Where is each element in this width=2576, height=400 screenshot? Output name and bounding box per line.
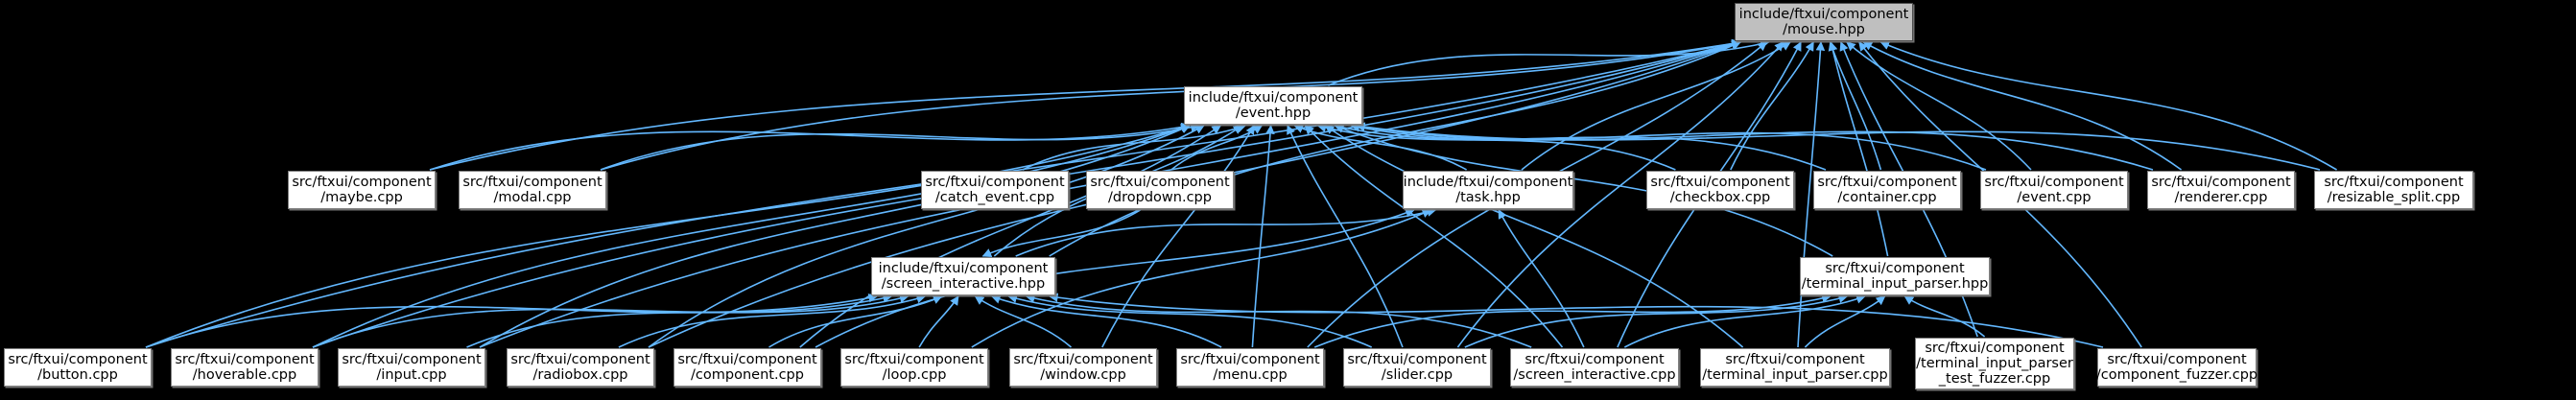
graph-node-label: src/ftxui/component /container.cpp xyxy=(1817,174,1957,205)
graph-edge-screen_interactive_cpp-to-terminal_input_parser_hpp xyxy=(1623,294,1866,348)
graph-node-window_cpp[interactable]: src/ftxui/component /window.cpp xyxy=(1009,348,1157,387)
graph-edge-dropdown_cpp-to-screen_interactive_hpp xyxy=(981,209,1141,257)
graph-edge-terminal_input_parser_hpp-to-mouse_hpp xyxy=(1828,41,1889,257)
graph-node-tip_test_fuzzer_cpp[interactable]: src/ftxui/component /terminal_input_pars… xyxy=(1915,338,2074,389)
graph-edge-menu_cpp-to-event_hpp xyxy=(1251,125,1275,348)
graph-edge-input_cpp-to-event_hpp xyxy=(479,125,1191,348)
graph-node-radiobox_cpp[interactable]: src/ftxui/component /radiobox.cpp xyxy=(507,348,654,387)
graph-node-renderer_cpp[interactable]: src/ftxui/component /renderer.cpp xyxy=(2147,171,2295,209)
graph-edge-tip_test_fuzzer_cpp-to-terminal_input_parser_hpp xyxy=(1903,295,1986,338)
graph-node-modal_cpp[interactable]: src/ftxui/component /modal.cpp xyxy=(459,171,606,209)
graph-edge-hoverable_cpp-to-event_hpp xyxy=(312,124,1191,348)
graph-edge-task_hpp-to-event_hpp xyxy=(1293,124,1467,171)
graph-edge-slider_cpp-to-screen_interactive_hpp xyxy=(1007,294,1373,348)
graph-node-container_cpp[interactable]: src/ftxui/component /container.cpp xyxy=(1813,171,1961,209)
graph-edge-window_cpp-to-screen_interactive_hpp xyxy=(974,295,1073,348)
graph-node-label: include/ftxui/component /event.hpp xyxy=(1188,89,1359,121)
graph-node-slider_cpp[interactable]: src/ftxui/component /slider.cpp xyxy=(1343,348,1491,387)
graph-node-label: src/ftxui/component /maybe.cpp xyxy=(292,174,432,205)
graph-node-event_cpp[interactable]: src/ftxui/component /event.cpp xyxy=(1980,171,2128,209)
graph-node-label: src/ftxui/component /slider.cpp xyxy=(1347,351,1487,383)
graph-node-label: src/ftxui/component /terminal_input_pars… xyxy=(1916,340,2073,388)
graph-edge-button_cpp-to-event_hpp xyxy=(145,123,1191,348)
graph-node-label: src/ftxui/component /button.cpp xyxy=(8,351,148,383)
graph-edge-event_cpp-to-event_hpp xyxy=(1350,123,1987,171)
graph-edge-slider_cpp-to-terminal_input_parser_hpp xyxy=(1464,294,1849,348)
graph-node-label: src/ftxui/component /terminal_input_pars… xyxy=(1801,260,1989,292)
graph-edge-modal_cpp-to-mouse_hpp xyxy=(600,38,1741,171)
graph-node-component_fuzzer_cpp[interactable]: src/ftxui/component /component_fuzzer.cp… xyxy=(2096,348,2257,387)
graph-edge-renderer_cpp-to-event_hpp xyxy=(1356,122,2154,171)
graph-edge-maybe_cpp-to-mouse_hpp xyxy=(429,38,1741,171)
graph-node-hoverable_cpp[interactable]: src/ftxui/component /hoverable.cpp xyxy=(171,348,319,387)
graph-edge-screen_interactive_hpp-to-task_hpp xyxy=(1015,207,1437,257)
graph-edge-input_cpp-to-screen_interactive_hpp xyxy=(466,294,910,348)
graph-edge-screen_interactive_cpp-to-event_hpp xyxy=(1304,125,1564,348)
graph-node-catch_event_cpp[interactable]: src/ftxui/component /catch_event.cpp xyxy=(921,171,1069,209)
graph-node-label: src/ftxui/component /catch_event.cpp xyxy=(925,174,1065,205)
graph-node-label: src/ftxui/component /checkbox.cpp xyxy=(1650,174,1790,205)
graph-node-label: src/ftxui/component /window.cpp xyxy=(1013,351,1153,383)
graph-edge-radiobox_cpp-to-event_hpp xyxy=(648,125,1205,348)
graph-node-label: src/ftxui/component /resizable_split.cpp xyxy=(2324,174,2464,205)
graph-node-label: src/ftxui/component /dropdown.cpp xyxy=(1090,174,1230,205)
graph-edge-radiobox_cpp-to-screen_interactive_hpp xyxy=(618,294,927,348)
graph-node-label: include/ftxui/component /mouse.hpp xyxy=(1738,6,1909,37)
graph-node-dropdown_cpp[interactable]: src/ftxui/component /dropdown.cpp xyxy=(1086,171,1234,209)
graph-node-input_cpp[interactable]: src/ftxui/component /input.cpp xyxy=(338,348,485,387)
graph-edge-task_hpp-to-mouse_hpp xyxy=(1521,41,1791,171)
graph-node-button_cpp[interactable]: src/ftxui/component /button.cpp xyxy=(4,348,152,387)
graph-node-label: src/ftxui/component /hoverable.cpp xyxy=(175,351,315,383)
graph-edge-menu_cpp-to-screen_interactive_hpp xyxy=(990,294,1222,348)
graph-edge-renderer_cpp-to-mouse_hpp xyxy=(1862,41,2183,171)
graph-node-label: src/ftxui/component /input.cpp xyxy=(342,351,482,383)
graph-edge-loop_cpp-to-task_hpp xyxy=(971,209,1432,348)
graph-edge-terminal_input_parser_cpp-to-event_hpp xyxy=(1324,125,1744,348)
graph-edge-maybe_cpp-to-event_hpp xyxy=(429,122,1191,171)
graph-edge-modal_cpp-to-event_hpp xyxy=(600,123,1200,171)
graph-node-mouse_hpp[interactable]: include/ftxui/component /mouse.hpp xyxy=(1735,3,1913,41)
graph-node-event_hpp[interactable]: include/ftxui/component /event.hpp xyxy=(1184,86,1362,125)
graph-node-resizable_split_cpp[interactable]: src/ftxui/component /resizable_split.cpp xyxy=(2314,171,2473,209)
graph-node-label: src/ftxui/component /renderer.cpp xyxy=(2151,174,2291,205)
graph-node-menu_cpp[interactable]: src/ftxui/component /menu.cpp xyxy=(1176,348,1324,387)
graph-edge-resizable_split_cpp-to-event_hpp xyxy=(1356,122,2321,171)
graph-edge-event_cpp-to-mouse_hpp xyxy=(1846,41,2032,171)
graph-node-component_cpp[interactable]: src/ftxui/component /component.cpp xyxy=(674,348,821,387)
graph-edge-terminal_input_parser_cpp-to-terminal_input_parser_hpp xyxy=(1804,295,1886,348)
graph-edge-container_cpp-to-mouse_hpp xyxy=(1828,41,1882,171)
graph-node-terminal_input_parser_hpp[interactable]: src/ftxui/component /terminal_input_pars… xyxy=(1800,257,1990,295)
graph-edge-hoverable_cpp-to-screen_interactive_hpp xyxy=(312,294,893,348)
graph-node-label: include/ftxui/component /task.hpp xyxy=(1403,174,1573,205)
graph-edge-component_cpp-to-screen_interactive_hpp xyxy=(768,295,943,348)
graph-node-maybe_cpp[interactable]: src/ftxui/component /maybe.cpp xyxy=(288,171,436,209)
graph-edge-component_fuzzer_cpp-to-screen_interactive_hpp xyxy=(1049,293,2104,348)
graph-edge-resizable_split_cpp-to-mouse_hpp xyxy=(1879,40,2338,171)
graph-edge-screen_interactive_cpp-to-task_hpp xyxy=(1498,209,1585,348)
graph-node-screen_interactive_hpp[interactable]: include/ftxui/component /screen_interact… xyxy=(871,257,1055,295)
graph-node-label: include/ftxui/component /screen_interact… xyxy=(878,260,1049,292)
graph-node-label: src/ftxui/component /menu.cpp xyxy=(1180,351,1320,383)
graph-node-screen_interactive_cpp[interactable]: src/ftxui/component /screen_interactive.… xyxy=(1510,348,1679,387)
graph-node-label: src/ftxui/component /event.cpp xyxy=(1984,174,2124,205)
graph-edge-loop_cpp-to-screen_interactive_hpp xyxy=(918,295,959,348)
graph-edge-menu_cpp-to-terminal_input_parser_hpp xyxy=(1313,294,1832,348)
graph-node-label: src/ftxui/component /component_fuzzer.cp… xyxy=(2095,351,2258,383)
graph-node-label: src/ftxui/component /screen_interactive.… xyxy=(1513,351,1676,383)
graph-edge-terminal_input_parser_cpp-to-mouse_hpp xyxy=(1797,41,1826,348)
graph-node-label: src/ftxui/component /component.cpp xyxy=(677,351,817,383)
graph-node-label: src/ftxui/component /loop.cpp xyxy=(844,351,984,383)
graph-node-task_hpp[interactable]: include/ftxui/component /task.hpp xyxy=(1403,171,1573,209)
graph-node-label: src/ftxui/component /modal.cpp xyxy=(462,174,603,205)
graph-edge-terminal_input_parser_hpp-to-event_hpp xyxy=(1334,124,1833,257)
graph-node-terminal_input_parser_cpp[interactable]: src/ftxui/component /terminal_input_pars… xyxy=(1700,348,1890,387)
graph-node-checkbox_cpp[interactable]: src/ftxui/component /checkbox.cpp xyxy=(1646,171,1794,209)
graph-node-label: src/ftxui/component /radiobox.cpp xyxy=(510,351,650,383)
graph-node-label: src/ftxui/component /terminal_input_pars… xyxy=(1702,351,1888,383)
graph-edge-button_cpp-to-screen_interactive_hpp xyxy=(145,293,878,348)
graph-node-loop_cpp[interactable]: src/ftxui/component /loop.cpp xyxy=(840,348,988,387)
graph-edge-checkbox_cpp-to-mouse_hpp xyxy=(1730,41,1814,171)
